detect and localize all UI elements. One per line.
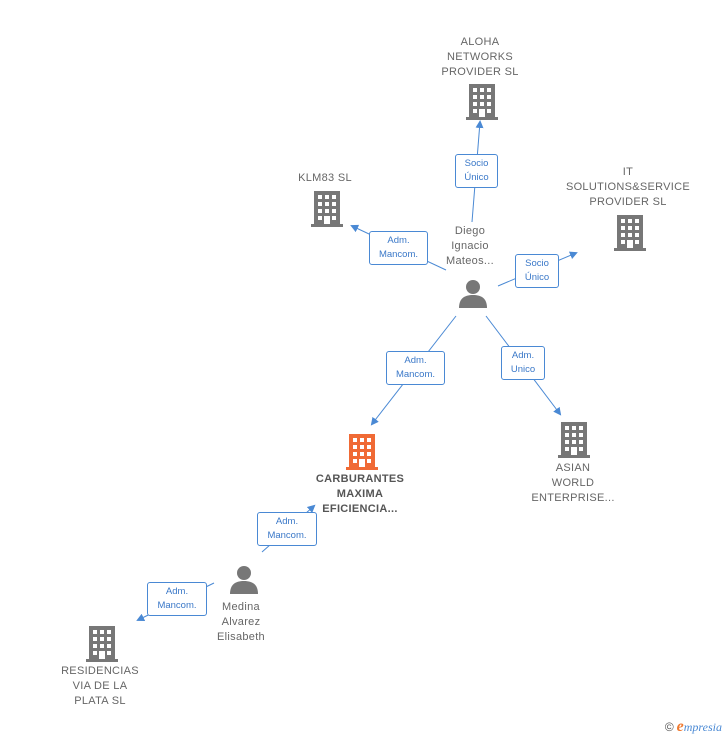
- relation-label[interactable]: Socio Único: [515, 254, 559, 288]
- relation-label[interactable]: Adm. Mancom.: [369, 231, 428, 265]
- relation-label[interactable]: Socio Único: [455, 154, 498, 188]
- relation-label[interactable]: Adm. Mancom.: [147, 582, 207, 616]
- node-residencias-label: RESIDENCIAS VIA DE LA PLATA SL: [61, 665, 139, 707]
- node-aloha[interactable]: ALOHA NETWORKS PROVIDER SL: [420, 35, 540, 80]
- node-medina-label: Medina Alvarez Elisabeth: [217, 601, 265, 643]
- building-icon: [311, 191, 343, 227]
- building-icon: [346, 434, 378, 470]
- node-asian[interactable]: ASIAN WORLD ENTERPRISE...: [518, 461, 628, 506]
- node-medina[interactable]: Medina Alvarez Elisabeth: [196, 600, 286, 645]
- node-carburantes[interactable]: CARBURANTES MAXIMA EFICIENCIA...: [295, 472, 425, 517]
- relation-label[interactable]: Adm. Mancom.: [386, 351, 445, 385]
- building-icon: [558, 422, 590, 458]
- node-aloha-label: ALOHA NETWORKS PROVIDER SL: [441, 36, 519, 78]
- brand-logo-text: mpresia: [683, 720, 722, 734]
- node-itsol-label: IT SOLUTIONS&SERVICE PROVIDER SL: [565, 166, 691, 208]
- building-icon: [614, 215, 646, 251]
- node-itsol[interactable]: IT SOLUTIONS&SERVICE PROVIDER SL: [558, 165, 698, 210]
- node-diego[interactable]: Diego Ignacio Mateos...: [425, 224, 515, 269]
- brand-footer: ©empresia: [665, 718, 722, 736]
- copyright-icon: ©: [664, 720, 674, 734]
- relation-label[interactable]: Adm. Mancom.: [257, 512, 317, 546]
- building-icon: [466, 84, 498, 120]
- node-diego-label: Diego Ignacio Mateos...: [446, 225, 494, 267]
- brand-logo-initial: e: [676, 718, 684, 735]
- node-residencias[interactable]: RESIDENCIAS VIA DE LA PLATA SL: [50, 664, 150, 709]
- node-klm83-label: KLM83 SL: [298, 172, 352, 184]
- node-klm83[interactable]: KLM83 SL: [275, 171, 375, 186]
- relation-label[interactable]: Adm. Unico: [501, 346, 545, 380]
- building-icon: [86, 626, 118, 662]
- person-icon: [230, 566, 258, 594]
- person-icon: [459, 280, 487, 308]
- node-asian-label: ASIAN WORLD ENTERPRISE...: [531, 462, 615, 504]
- node-carburantes-label: CARBURANTES MAXIMA EFICIENCIA...: [315, 473, 405, 515]
